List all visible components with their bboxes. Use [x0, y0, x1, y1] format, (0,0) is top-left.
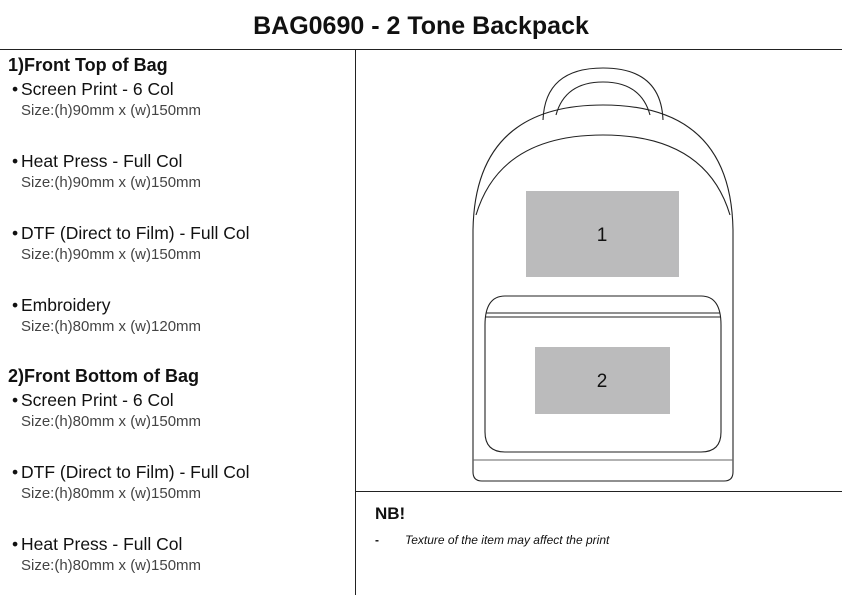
- method-label: Heat Press - Full Col: [21, 534, 183, 554]
- method-label: Screen Print - 6 Col: [21, 79, 174, 99]
- handle-outer: [542, 67, 664, 121]
- note-dash: -: [375, 533, 379, 547]
- note-text: Texture of the item may affect the print: [405, 533, 610, 547]
- nb-heading: NB!: [375, 504, 406, 523]
- size-label: Size:(h)80mm x (w)150mm: [21, 557, 202, 574]
- method-label: Heat Press - Full Col: [21, 151, 183, 171]
- nb-note: - Texture of the item may affect the prin…: [375, 533, 609, 547]
- size-label: Size:(h)80mm x (w)150mm: [21, 413, 202, 430]
- print-options: 1)Front Top of Bag •Screen Print - 6 Col…: [8, 54, 353, 604]
- size-label: Size:(h)90mm x (w)150mm: [21, 102, 202, 119]
- print-area-1: [526, 191, 679, 277]
- size-label: Size:(h)90mm x (w)150mm: [21, 246, 202, 263]
- method-label: DTF (Direct to Film) - Full Col: [21, 462, 250, 482]
- method-label: Embroidery: [21, 295, 111, 315]
- method-label: DTF (Direct to Film) - Full Col: [21, 223, 250, 243]
- method-label: Screen Print - 6 Col: [21, 390, 174, 410]
- size-label: Size:(h)80mm x (w)150mm: [21, 485, 202, 502]
- header-divider: [0, 49, 842, 50]
- size-label: Size:(h)80mm x (w)120mm: [21, 318, 202, 335]
- top-panel-seam: [475, 134, 731, 216]
- section-heading: 2)Front Bottom of Bag: [8, 366, 199, 386]
- section-heading: 1)Front Top of Bag: [8, 55, 168, 75]
- page-title: BAG0690 - 2 Tone Backpack: [253, 12, 589, 40]
- nb-divider: [355, 491, 842, 492]
- front-pocket: [484, 295, 722, 453]
- print-area-2: [535, 347, 670, 414]
- print-area-2-label: 2: [597, 371, 608, 392]
- handle-inner: [555, 81, 651, 116]
- backpack-body: [472, 104, 734, 482]
- column-divider: [355, 49, 356, 595]
- size-label: Size:(h)90mm x (w)150mm: [21, 174, 202, 191]
- print-area-1-label: 1: [597, 225, 608, 246]
